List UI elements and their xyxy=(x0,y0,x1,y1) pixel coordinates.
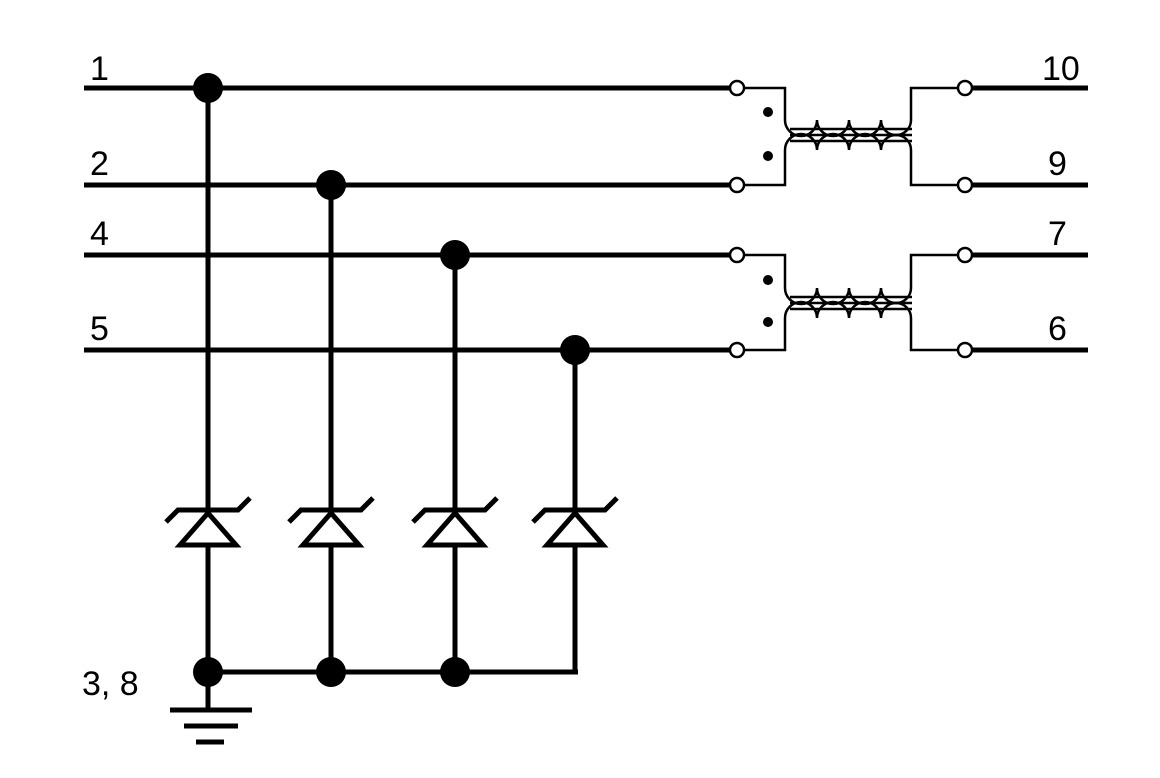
junction-dot xyxy=(316,657,346,687)
terminal-circle xyxy=(956,79,974,97)
polarity-dot xyxy=(763,107,773,117)
label-pin-4: 4 xyxy=(90,215,109,253)
junction-dot xyxy=(193,73,223,103)
ground-icon xyxy=(170,672,252,745)
junction-dot xyxy=(440,657,470,687)
label-pin-2: 2 xyxy=(90,145,109,183)
terminal-circle xyxy=(728,176,746,194)
terminal-circle xyxy=(956,246,974,264)
terminal-circle xyxy=(728,341,746,359)
terminal-circle xyxy=(956,176,974,194)
terminal-circle xyxy=(956,341,974,359)
label-pin-10: 10 xyxy=(1042,50,1080,88)
terminal-circle xyxy=(728,79,746,97)
label-pin-1: 1 xyxy=(90,50,109,88)
tvs-diode-4 xyxy=(531,496,619,548)
polarity-dot xyxy=(763,317,773,327)
junction-dot xyxy=(440,240,470,270)
label-pin-7: 7 xyxy=(1048,215,1067,253)
transformer-2 xyxy=(744,253,958,352)
junction-dot xyxy=(316,170,346,200)
label-pin-5: 5 xyxy=(90,310,109,348)
tvs-diode-1 xyxy=(164,496,252,548)
polarity-dot xyxy=(763,151,773,161)
tvs-diode-3 xyxy=(411,496,499,548)
polarity-dot xyxy=(763,275,773,285)
terminal-circle xyxy=(728,246,746,264)
label-pin-6: 6 xyxy=(1048,310,1067,348)
junction-dot xyxy=(560,335,590,365)
tvs-diode-2 xyxy=(287,496,375,548)
transformer-1 xyxy=(744,86,958,187)
label-ground: 3, 8 xyxy=(82,665,139,703)
label-pin-9: 9 xyxy=(1048,145,1067,183)
